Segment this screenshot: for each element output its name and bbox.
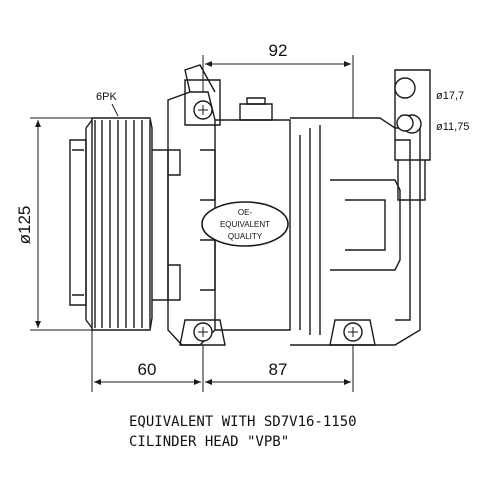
dimension-top [202,55,354,118]
note-line2: CILINDER HEAD "VPB" [129,434,289,450]
port-large-label: ø17,7 [436,90,464,102]
belt-type-leader [111,103,119,117]
dimension-left-offset-label: 60 [138,360,157,379]
port-small-label: ø11,75 [436,121,469,133]
note-line1: EQUIVALENT WITH SD7V16-1150 [129,414,357,430]
belt-type-label: 6PK [96,91,117,103]
pulley [69,117,169,331]
oe-equivalent-badge: OE- EQUIVALENT QUALITY [201,201,289,247]
compressor-body [167,64,431,346]
dimension-diameter-label: ø125 [15,206,34,245]
hole-crosses [198,105,358,337]
dimension-diameter [30,117,92,331]
badge-line3: QUALITY [228,232,263,241]
dimension-right-offset-label: 87 [269,360,288,379]
badge-line1: OE- [238,208,253,217]
mounting-holes [193,77,422,342]
dimension-bottom [91,330,354,392]
dimension-top-label: 92 [269,41,288,60]
badge-line2: EQUIVALENT [220,220,270,229]
